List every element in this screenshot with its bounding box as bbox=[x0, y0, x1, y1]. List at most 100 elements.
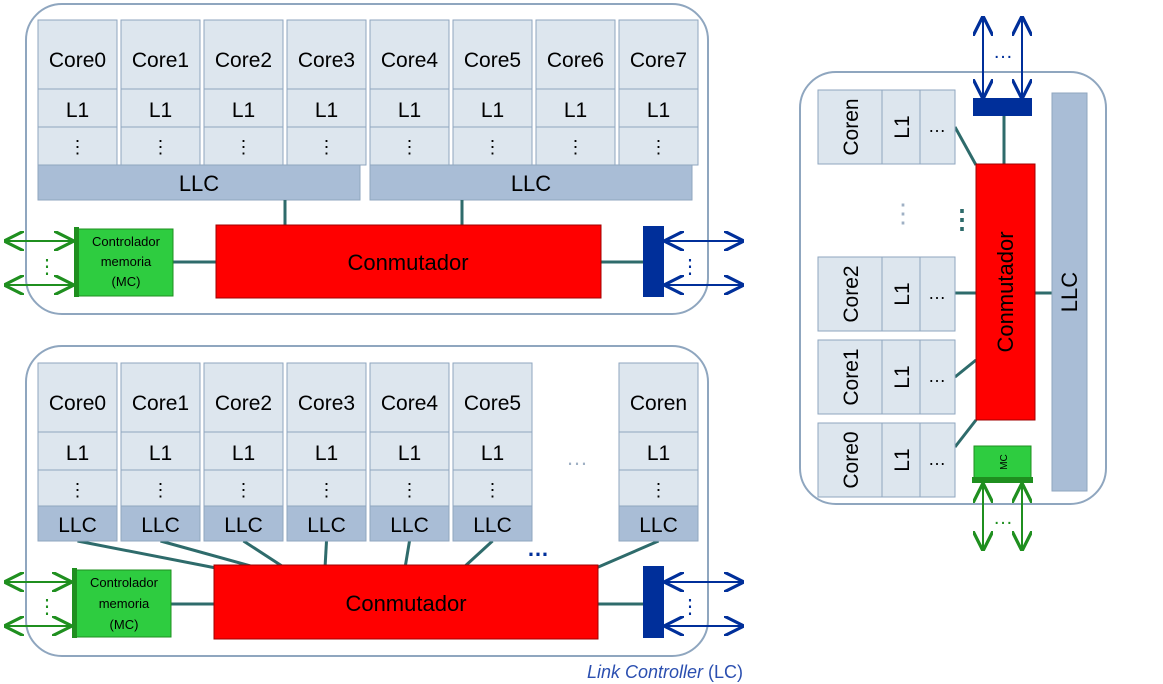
top-core-vdots: ⋮ bbox=[401, 137, 419, 157]
bottom-core-label: Coren bbox=[630, 392, 687, 415]
top-core-vdots: ⋮ bbox=[152, 137, 170, 157]
bottom-llc-label: LLC bbox=[141, 514, 180, 537]
bottom-link-ellipsis: … bbox=[527, 536, 549, 561]
bottom-l1-label: L1 bbox=[232, 442, 255, 465]
right-link-vdots: ⋮ bbox=[949, 204, 975, 234]
bottom-llc-link bbox=[242, 539, 286, 570]
bottom-llc-slice bbox=[369, 505, 450, 542]
top-core-column bbox=[618, 19, 699, 166]
top-l1-label: L1 bbox=[398, 99, 421, 122]
bottom-core-label: Core2 bbox=[215, 392, 272, 415]
top-l1-label: L1 bbox=[647, 99, 670, 122]
top-memory-controller bbox=[74, 228, 174, 297]
top-core-column bbox=[120, 19, 201, 166]
right-core-dots: … bbox=[928, 283, 946, 303]
top-l1-label: L1 bbox=[315, 99, 338, 122]
link-controller-caption: Link Controller (LC) bbox=[587, 662, 743, 682]
bottom-core-vdots: ⋮ bbox=[318, 480, 336, 500]
bottom-llc-label: LLC bbox=[58, 514, 97, 537]
top-core-label: Core7 bbox=[630, 49, 687, 72]
right-llc bbox=[1051, 92, 1088, 492]
bottom-l1-label: L1 bbox=[315, 442, 338, 465]
top-core-label: Core2 bbox=[215, 49, 272, 72]
top-mc-port bbox=[74, 227, 79, 297]
bottom-llc-link bbox=[461, 539, 494, 570]
top-lc-arrow-dots: ⋮ bbox=[680, 256, 700, 278]
right-mc-port bbox=[972, 477, 1033, 483]
top-core-label: Core1 bbox=[132, 49, 189, 72]
top-core-vdots: ⋮ bbox=[69, 137, 87, 157]
right-l1-label: L1 bbox=[891, 448, 914, 471]
right-l1-label: L1 bbox=[891, 115, 914, 138]
bottom-l1-label: L1 bbox=[647, 442, 670, 465]
top-core-column bbox=[452, 19, 533, 166]
bottom-llc-label: LLC bbox=[639, 514, 678, 537]
bottom-llc-slice bbox=[120, 505, 201, 542]
bottom-llc-slice bbox=[618, 505, 699, 542]
bottom-llc-link bbox=[403, 540, 411, 569]
bottom-core-vdots: ⋮ bbox=[152, 480, 170, 500]
bottom-link-controller bbox=[643, 566, 664, 638]
right-core-vdots: ⋮ bbox=[890, 198, 916, 228]
bottom-core-label: Core4 bbox=[381, 392, 439, 415]
top-mc-label-3: (MC) bbox=[112, 274, 141, 289]
top-core-vdots: ⋮ bbox=[318, 137, 336, 157]
right-core-row bbox=[817, 422, 956, 498]
top-core-label: Core0 bbox=[49, 49, 106, 72]
top-llc-left bbox=[37, 164, 361, 201]
bottom-mc-label-3: (MC) bbox=[110, 617, 139, 632]
right-l1-label: L1 bbox=[891, 365, 914, 388]
bottom-core-label: Core1 bbox=[132, 392, 189, 415]
top-core-vdots: ⋮ bbox=[484, 137, 502, 157]
top-core-column bbox=[369, 19, 450, 166]
top-core-label: Core3 bbox=[298, 49, 355, 72]
right-mc-arrow-dots: … bbox=[993, 507, 1013, 529]
right-core-row bbox=[817, 339, 956, 415]
top-core-column bbox=[535, 19, 616, 166]
top-mc-label-1: Controlador bbox=[92, 234, 161, 249]
bottom-llc-link bbox=[595, 539, 660, 570]
right-mc-label: MC bbox=[999, 454, 1010, 470]
right-switch-label: Conmutador bbox=[993, 231, 1018, 352]
right-core-row bbox=[817, 256, 956, 332]
right-lc-arrow-dots: … bbox=[993, 41, 1013, 63]
link-controller-caption-abbr: (LC) bbox=[703, 662, 743, 682]
right-l1-label: L1 bbox=[891, 282, 914, 305]
top-l1-label: L1 bbox=[481, 99, 504, 122]
right-link-controller bbox=[973, 98, 1032, 116]
right-core1-link bbox=[954, 358, 977, 379]
top-link-controller bbox=[643, 226, 664, 297]
right-core-label: Core2 bbox=[840, 265, 863, 322]
top-l1-label: L1 bbox=[149, 99, 172, 122]
bottom-llc-slice bbox=[37, 505, 118, 542]
top-core-label: Core4 bbox=[381, 49, 439, 72]
bottom-mc-arrow-dots: ⋮ bbox=[37, 596, 57, 618]
bottom-core-label: Core5 bbox=[464, 392, 521, 415]
bottom-switch bbox=[213, 564, 599, 640]
bottom-llc-label: LLC bbox=[224, 514, 263, 537]
bottom-llc-slice bbox=[452, 505, 533, 542]
bottom-core-ellipsis: … bbox=[566, 445, 588, 470]
bottom-lc-arrow-dots: ⋮ bbox=[680, 596, 700, 618]
bottom-mc-port bbox=[72, 568, 77, 638]
bottom-llc-label: LLC bbox=[307, 514, 346, 537]
right-core-label: Coren bbox=[840, 98, 863, 155]
bottom-core-vdots: ⋮ bbox=[69, 480, 87, 500]
right-switch bbox=[975, 163, 1036, 421]
top-l1-label: L1 bbox=[564, 99, 587, 122]
bottom-l1-label: L1 bbox=[149, 442, 172, 465]
bottom-llc-slice bbox=[203, 505, 284, 542]
top-switch bbox=[215, 224, 602, 299]
right-core-dots: … bbox=[928, 449, 946, 469]
top-core-label: Core6 bbox=[547, 49, 604, 72]
right-core0-link bbox=[953, 419, 978, 448]
bottom-llc-slice bbox=[286, 505, 367, 542]
right-llc-label: LLC bbox=[1057, 272, 1082, 312]
bottom-mc-label-1: Controlador bbox=[90, 575, 159, 590]
top-core-column bbox=[286, 19, 367, 166]
bottom-llc-label: LLC bbox=[390, 514, 429, 537]
